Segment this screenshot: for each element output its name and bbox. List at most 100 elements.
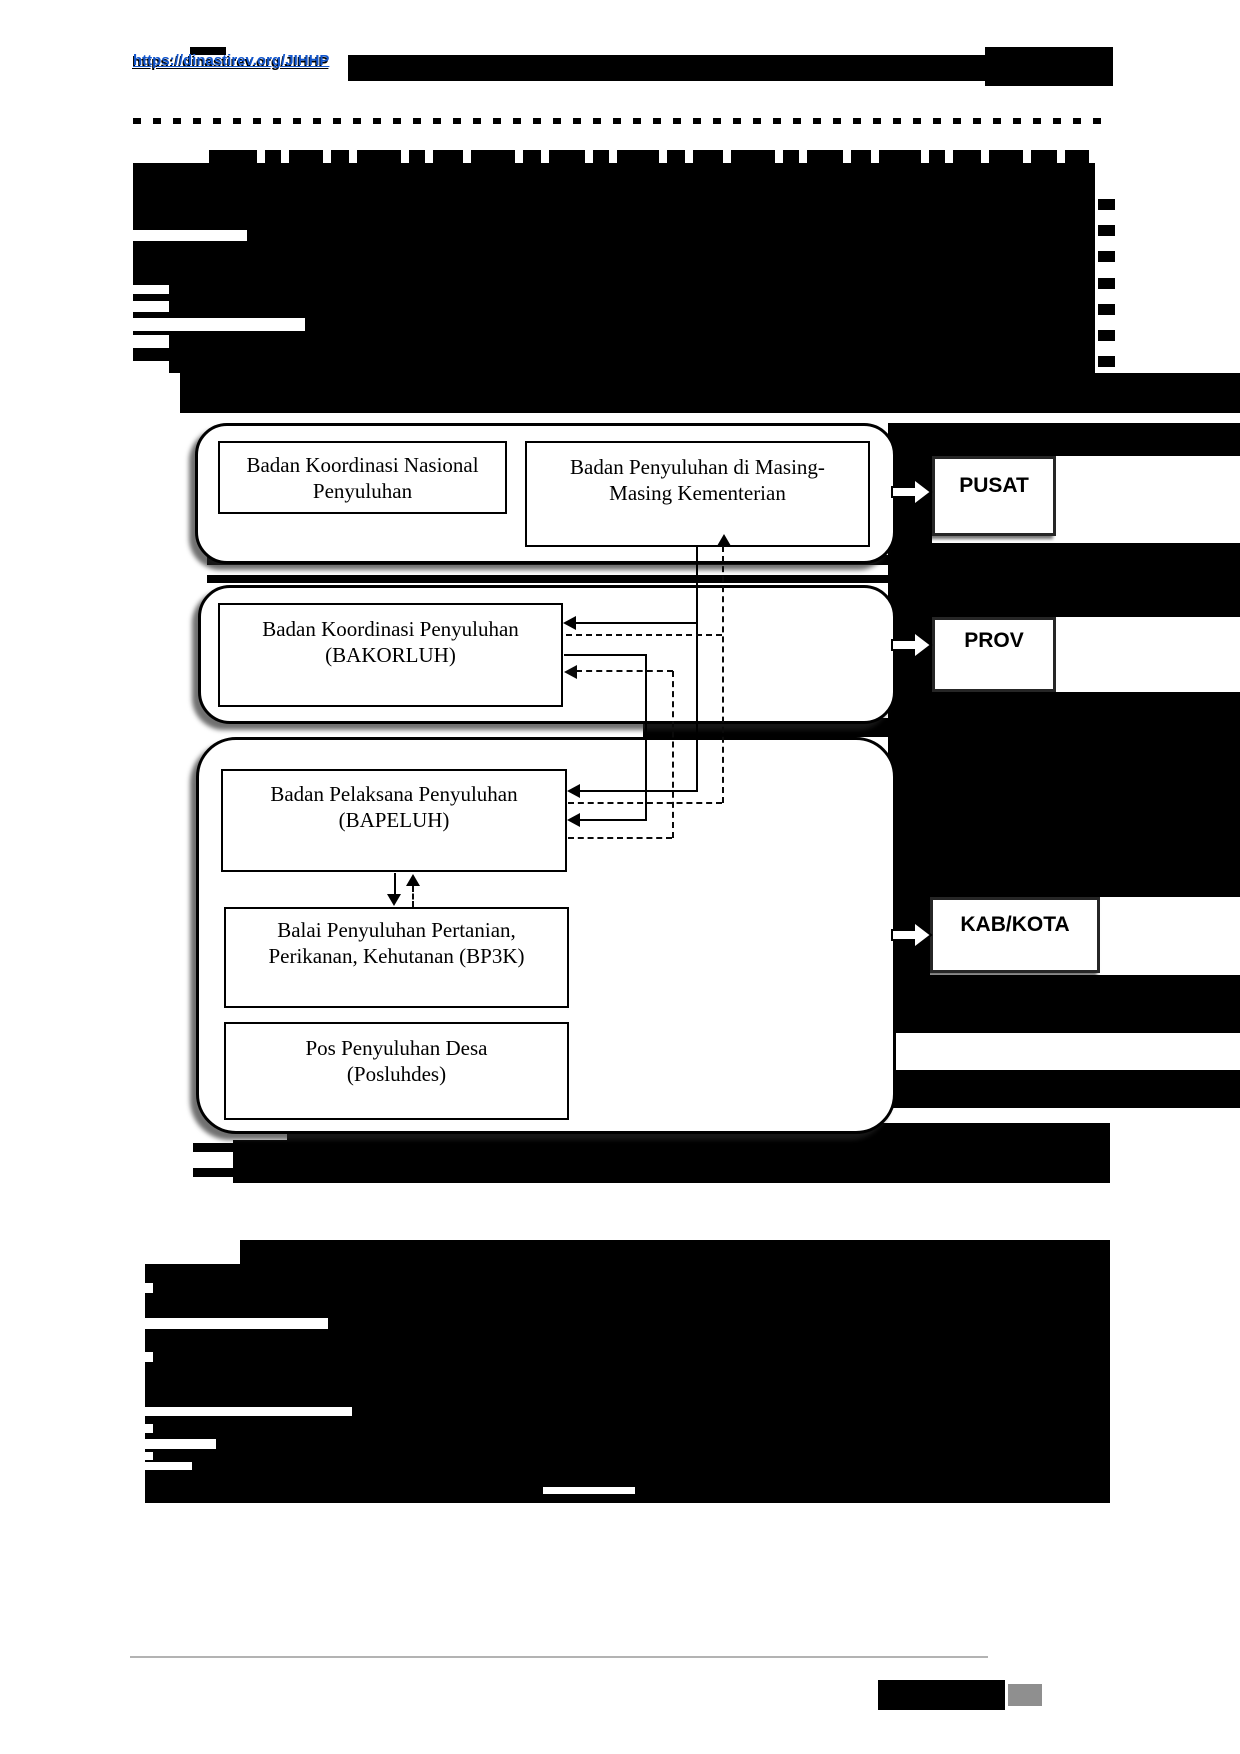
block-arrow-prov — [891, 630, 933, 660]
arrowhead-bapeluh-solid-1 — [567, 784, 580, 798]
redaction-gap — [133, 301, 169, 312]
arrowhead-bapeluh-solid-2 — [567, 813, 580, 827]
redacted-text-bar — [190, 47, 226, 55]
box-text: Badan Koordinasi Nasional — [246, 453, 479, 477]
block-arrow-kabkota — [891, 920, 933, 950]
arrowhead-bakorluh-solid — [563, 616, 576, 630]
connector-bp3k-bapeluh-dashed — [412, 886, 414, 907]
label-prov: PROV — [932, 617, 1056, 692]
label-pusat: PUSAT — [932, 456, 1056, 536]
redacted-text-bar — [145, 1264, 1110, 1503]
redacted-text-bar — [193, 1168, 233, 1177]
footer-redacted-page-number — [878, 1680, 1005, 1710]
dotted-divider — [133, 118, 1113, 124]
redaction-gap — [145, 1424, 153, 1433]
redaction-gap — [145, 1318, 328, 1329]
redacted-text-bar — [409, 150, 425, 163]
box-text: Masing Kementerian — [609, 481, 786, 505]
redacted-text-bar — [617, 150, 659, 163]
arrowhead-down-bp3k — [387, 894, 401, 906]
block-arrow-pusat — [891, 477, 933, 507]
connector-bakorluh-in-dashed — [576, 670, 673, 672]
redacted-text-bar — [879, 150, 921, 163]
connector-bakorluh-out-solid — [564, 654, 647, 656]
connector-bapeluh-out-dashed — [568, 837, 672, 839]
arrowhead-up-bapeluh-dashed — [406, 874, 420, 886]
redacted-text-bar — [929, 150, 945, 163]
box-text: Balai Penyuluhan Pertanian, — [277, 918, 516, 942]
box-posluhdes: Pos Penyuluhan Desa (Posluhdes) — [224, 1022, 569, 1120]
connector-to-bapeluh-solid-1 — [578, 790, 698, 792]
journal-link[interactable]: https://dinastirev.org/JIHHP — [133, 52, 330, 69]
connector-kementerian-down-solid — [696, 547, 698, 792]
redacted-text-bar — [357, 150, 401, 163]
redacted-text-bar — [953, 150, 981, 163]
connector-kementerian-down-dashed — [722, 546, 724, 803]
redaction-gap — [145, 1462, 192, 1470]
box-text: (BAPELUH) — [338, 808, 450, 832]
redaction-gap — [133, 335, 169, 348]
connector-to-bakorluh-solid — [574, 622, 698, 624]
redacted-text-bar — [1065, 150, 1089, 163]
connector-bakorluh-down-solid — [645, 654, 647, 821]
redaction-gap — [133, 361, 169, 373]
label-text: PUSAT — [959, 474, 1029, 497]
footer-rule — [130, 1656, 988, 1658]
redacted-text-bar — [265, 150, 281, 163]
redacted-text-bar — [1098, 330, 1115, 341]
redacted-text-bar — [331, 150, 349, 163]
redaction-gap — [543, 1487, 635, 1494]
redacted-text-bar — [693, 150, 723, 163]
box-bakorluh: Badan Koordinasi Penyuluhan (BAKORLUH) — [218, 603, 563, 707]
redacted-text-bar — [1098, 251, 1115, 262]
redacted-text-bar — [193, 1143, 233, 1152]
redaction-gap — [145, 1452, 153, 1460]
redacted-text-bar — [667, 150, 685, 163]
redacted-text-bar — [593, 150, 609, 163]
redacted-text-bar — [207, 575, 888, 583]
redacted-text-bar — [233, 1140, 289, 1183]
redacted-text-bar — [888, 543, 1240, 617]
box-text: Badan Koordinasi Penyuluhan — [262, 617, 519, 641]
redaction-gap — [133, 318, 305, 331]
redacted-text-bar — [180, 373, 1240, 413]
box-text: Perikanan, Kehutanan (BP3K) — [268, 944, 525, 968]
arrowhead-up-kementerian-dashed — [717, 534, 731, 546]
box-text: (BAKORLUH) — [325, 643, 456, 667]
label-kabkota: KAB/KOTA — [930, 897, 1100, 973]
redacted-text-bar — [433, 150, 463, 163]
redacted-text-bar — [888, 423, 1240, 456]
redaction-gap — [145, 1352, 153, 1362]
box-bp3k: Balai Penyuluhan Pertanian, Perikanan, K… — [224, 907, 569, 1008]
label-text: KAB/KOTA — [960, 913, 1070, 936]
redacted-text-bar — [1098, 304, 1115, 315]
box-badan-penyuluhan-kementerian: Badan Penyuluhan di Masing- Masing Kemen… — [525, 441, 870, 547]
redacted-text-bar — [888, 1070, 1240, 1108]
redacted-text-bar — [1098, 199, 1115, 210]
redacted-text-bar — [523, 150, 541, 163]
connector-bapeluh-up-dashed — [672, 671, 674, 838]
redacted-text-bar — [133, 163, 1095, 373]
redacted-text-bar — [985, 47, 1113, 86]
footer-gray-badge — [1008, 1684, 1042, 1706]
redacted-text-bar — [289, 150, 323, 163]
redacted-text-bar — [731, 150, 775, 163]
redacted-text-bar — [783, 150, 799, 163]
redaction-gap — [143, 1407, 352, 1416]
box-text: (Posluhdes) — [346, 1062, 447, 1086]
redacted-text-bar — [888, 692, 1240, 897]
redaction-gap — [133, 285, 169, 294]
box-text: Penyuluhan — [312, 479, 413, 503]
box-text: Badan Pelaksana Penyuluhan — [270, 782, 518, 806]
box-badan-koordinasi-nasional: Badan Koordinasi Nasional Penyuluhan — [218, 441, 507, 514]
redacted-text-bar — [851, 150, 871, 163]
connector-bapeluh-bp3k-solid — [394, 873, 396, 895]
redacted-text-bar — [888, 975, 1240, 1033]
redacted-text-bar — [807, 150, 843, 163]
box-text: Badan Penyuluhan di Masing- — [570, 455, 825, 479]
redacted-text-bar — [240, 1240, 1110, 1264]
arrowhead-bakorluh-dashed — [564, 665, 577, 679]
redacted-text-bar — [989, 150, 1023, 163]
